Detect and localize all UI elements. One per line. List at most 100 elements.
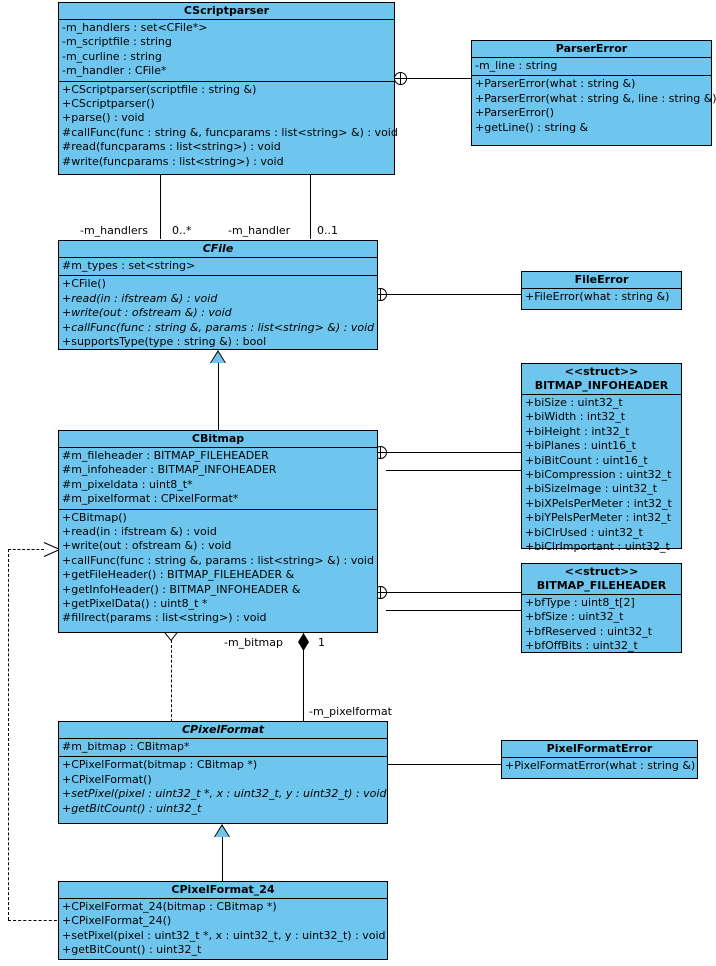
operation-row: +write(out : ofstream &) : void <box>62 306 232 320</box>
attributes-compartment-infoheader: +biSize : uint32_t +biWidth : int32_t +b… <box>522 395 681 556</box>
connector-cbitmap-infoheader-a <box>386 452 522 453</box>
operation-row: +ParserError(what : string &) <box>475 77 636 91</box>
class-title-cpixelformat-24: CPixelFormat_24 <box>59 882 387 899</box>
operation-row: +FileError(what : string &) <box>525 290 670 303</box>
operation-row: +getLine() : string & <box>475 120 589 134</box>
dependency-pixelformat-cbitmap-line <box>171 640 172 722</box>
assoc-handlers-role-label: -m_handlers <box>80 224 148 237</box>
attribute-row: +biHeight : int32_t <box>525 424 630 438</box>
operation-row: +CPixelFormat(bitmap : CBitmap *) <box>62 758 258 772</box>
stereotype-header-fileheader: <<struct>> BITMAP_FILEHEADER <box>522 564 681 595</box>
assoc-handlers-leg <box>160 175 161 239</box>
composition-bitmap-pixelformat-line <box>303 633 304 722</box>
operations-compartment-cfile: +CFile() +read(in : ifstream &) : void +… <box>59 276 377 351</box>
connector-scriptparser-parsererror <box>406 78 472 79</box>
class-box-cpixelformat-24[interactable]: CPixelFormat_24 +CPixelFormat_24(bitmap … <box>58 881 388 960</box>
composition-bitmap-mult-label: 1 <box>318 636 325 649</box>
class-box-parsererror[interactable]: ParserError -m_line : string +ParserErro… <box>471 40 716 146</box>
class-box-bitmap-infoheader[interactable]: <<struct>> BITMAP_INFOHEADER +biSize : u… <box>521 363 682 553</box>
operations-compartment-cpixelformat-24: +CPixelFormat_24(bitmap : CBitmap *) +CP… <box>59 899 387 960</box>
dependency-line-vertical <box>8 549 9 920</box>
class-box-cfile[interactable]: CFile #m_types : set<string> +CFile() +r… <box>58 240 378 350</box>
operation-row: +CPixelFormat() <box>62 772 152 786</box>
operation-row: +CBitmap() <box>62 510 127 524</box>
attribute-row: +biPlanes : uint16_t <box>525 439 636 453</box>
class-box-fileerror[interactable]: FileError +FileError(what : string &) <box>521 271 682 310</box>
class-box-cbitmap[interactable]: CBitmap #m_fileheader : BITMAP_FILEHEADE… <box>58 430 378 633</box>
connector-cfile-fileerror <box>386 294 522 295</box>
attribute-row: #m_bitmap : CBitmap* <box>62 740 190 753</box>
operations-compartment-cpixelformat: +CPixelFormat(bitmap : CBitmap *) +CPixe… <box>59 757 387 818</box>
class-box-bitmap-fileheader[interactable]: <<struct>> BITMAP_FILEHEADER +bfType : u… <box>521 563 682 653</box>
inherit-cpixelformat-24-line <box>222 837 223 881</box>
attribute-row: +bfReserved : uint32_t <box>525 624 653 638</box>
attribute-row: +bfOffBits : uint32_t <box>525 639 638 653</box>
operations-compartment-pixelformaterror: +PixelFormatError(what : string &) <box>502 758 697 775</box>
operation-row: +supportsType(type : string &) : bool <box>62 335 267 349</box>
operations-compartment-cscriptparser: +CScriptparser(scriptfile : string &) +C… <box>59 82 398 171</box>
composition-pixelformat-role-label: -m_pixelformat <box>309 705 392 718</box>
stereotype-label: <<struct>> <box>564 365 639 378</box>
stereotype-header-infoheader: <<struct>> BITMAP_INFOHEADER <box>522 364 681 395</box>
connector-cbitmap-infoheader-b <box>386 470 522 471</box>
class-title-cpixelformat: CPixelFormat <box>59 722 387 739</box>
operations-compartment-cbitmap: +CBitmap() +read(in : ifstream &) : void… <box>59 510 377 628</box>
attributes-compartment-cscriptparser: -m_handlers : set<CFile*> -m_scriptfile … <box>59 20 394 82</box>
dependency-arrowhead-upper <box>43 542 59 550</box>
attribute-row: +biClrUsed : uint32_t <box>525 525 643 539</box>
class-title-parsererror: ParserError <box>472 41 711 58</box>
dependency-arrowhead-lower <box>43 549 59 557</box>
attribute-row: +biSizeImage : uint32_t <box>525 482 658 496</box>
assoc-handlers-mult-label: 0..* <box>172 224 192 237</box>
operation-row: +read(in : ifstream &) : void <box>62 525 217 539</box>
connector-cbitmap-fileheader-b <box>386 610 522 611</box>
operation-row: +getBitCount() : uint32_t <box>62 943 202 957</box>
attribute-row: -m_curline : string <box>62 49 162 63</box>
attribute-row: +biClrImportant : uint32_t <box>525 540 670 554</box>
operation-row: #write(funcparams : list<string>) : void <box>62 154 284 168</box>
operation-row: +getFileHeader() : BITMAP_FILEHEADER & <box>62 568 295 582</box>
operation-row: +read(in : ifstream &) : void <box>62 291 218 305</box>
attribute-row: #m_types : set<string> <box>62 259 196 272</box>
connector-cbitmap-fileheader-a <box>386 592 522 593</box>
class-title-pixelformaterror: PixelFormatError <box>502 741 697 758</box>
attribute-row: +biSize : uint32_t <box>525 396 623 409</box>
attribute-row: +biCompression : uint32_t <box>525 468 672 482</box>
operation-row: +getInfoHeader() : BITMAP_INFOHEADER & <box>62 582 301 596</box>
class-box-cscriptparser[interactable]: CScriptparser -m_handlers : set<CFile*> … <box>58 2 398 175</box>
class-title-fileerror: FileError <box>522 272 681 289</box>
attribute-row: -m_handler : CFile* <box>62 64 167 78</box>
class-title-cbitmap: CBitmap <box>59 431 377 448</box>
dependency-line-top <box>8 549 44 550</box>
class-box-cpixelformat[interactable]: CPixelFormat #m_bitmap : CBitmap* +CPixe… <box>58 721 388 824</box>
class-title-cfile: CFile <box>59 241 377 258</box>
operation-row: +CFile() <box>62 277 106 291</box>
attribute-row: +biWidth : int32_t <box>525 410 626 424</box>
operation-row: +PixelFormatError(what : string &) <box>505 759 696 772</box>
inheritance-triangle-cpixelformat-fill <box>215 826 229 837</box>
operation-row: +setPixel(pixel : uint32_t *, x : uint32… <box>62 928 386 942</box>
operation-row: +CPixelFormat_24(bitmap : CBitmap *) <box>62 900 277 913</box>
attributes-compartment-cpixelformat: #m_bitmap : CBitmap* <box>59 739 387 758</box>
operation-row: +CScriptparser(scriptfile : string &) <box>62 82 257 96</box>
operations-compartment-fileerror: +FileError(what : string &) <box>522 289 681 306</box>
composition-diamond <box>298 633 309 651</box>
operation-row: +ParserError(what : string &, line : str… <box>475 91 716 105</box>
attribute-row: +biXPelsPerMeter : int32_t <box>525 496 672 510</box>
operation-row: +ParserError() <box>475 106 555 120</box>
attribute-row: -m_line : string <box>475 59 558 72</box>
operation-row: +setPixel(pixel : uint32_t *, x : uint32… <box>62 787 387 801</box>
attribute-row: -m_scriptfile : string <box>62 35 172 49</box>
inheritance-triangle-cfile-fill <box>211 352 225 363</box>
attribute-row: #m_pixeldata : uint8_t* <box>62 477 193 491</box>
class-box-pixelformaterror[interactable]: PixelFormatError +PixelFormatError(what … <box>501 740 698 779</box>
operation-row: +CPixelFormat_24() <box>62 914 172 928</box>
attribute-row: +biYPelsPerMeter : int32_t <box>525 511 672 525</box>
attributes-compartment-cfile: #m_types : set<string> <box>59 258 377 277</box>
operation-row: +callFunc(func : string &, params : list… <box>62 553 374 567</box>
operations-compartment-parsererror: +ParserError(what : string &) +ParserErr… <box>472 76 716 137</box>
assoc-handler-role-label: -m_handler <box>228 224 291 237</box>
attributes-compartment-cbitmap: #m_fileheader : BITMAP_FILEHEADER #m_inf… <box>59 448 377 510</box>
attribute-row: -m_handlers : set<CFile*> <box>62 21 208 34</box>
